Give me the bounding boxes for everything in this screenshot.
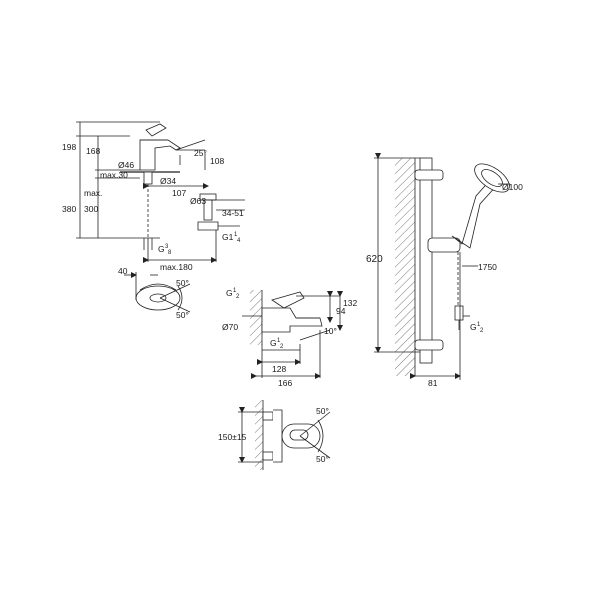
svg-text:1: 1	[277, 338, 281, 344]
dim-max180: max.180	[160, 262, 193, 272]
shower-slider	[427, 237, 461, 253]
dim-63: Ø63	[190, 196, 206, 206]
dim-max-label: max.	[84, 188, 102, 198]
dim-168: 168	[86, 146, 100, 156]
dim-25deg: 25°	[194, 148, 207, 158]
angle-top-50: 50°	[176, 278, 189, 288]
dim-40: 40	[118, 266, 128, 276]
wall-hatch	[250, 290, 262, 345]
svg-text:2: 2	[236, 294, 240, 300]
dim-107: 107	[172, 188, 186, 198]
bath-thread-top: G 1 2	[226, 288, 240, 300]
svg-text:G1: G1	[222, 232, 234, 242]
dim-81: 81	[428, 378, 438, 388]
angle-top-50: 50°	[316, 406, 329, 416]
svg-text:G: G	[270, 338, 277, 348]
basin-mixer-side-view	[76, 121, 245, 263]
dim-620: 620	[366, 254, 383, 265]
svg-text:2: 2	[280, 344, 284, 350]
dim-150-tolerance: 150±15	[218, 432, 247, 442]
faucet-body	[139, 139, 181, 171]
faucet-lever	[145, 123, 167, 137]
dim-1750: 1750	[478, 262, 497, 272]
dim-34-51: 34-51	[222, 208, 244, 218]
angle-bottom-50: 50°	[176, 310, 189, 320]
dim-46: Ø46	[118, 160, 134, 170]
bath-mixer-lever	[271, 291, 305, 309]
dim-max30: max.30	[100, 170, 128, 180]
wall-mixer-top-view	[238, 400, 331, 470]
angle-bottom-50: 50°	[316, 454, 329, 464]
svg-text:4: 4	[237, 238, 241, 244]
shower-thread: G 1 2	[470, 322, 484, 334]
dim-10deg: 10°	[324, 326, 337, 336]
shower-rail	[419, 157, 433, 364]
dim-108: 108	[210, 156, 224, 166]
svg-text:8: 8	[168, 250, 172, 256]
svg-text:1: 1	[477, 322, 481, 328]
shower-wall-hatch	[395, 158, 415, 376]
thread-g114: G1 1 4	[222, 232, 241, 244]
basin-mixer-top-view	[124, 272, 191, 313]
svg-text:1: 1	[233, 288, 237, 294]
thread-g38: G 3 8	[158, 244, 172, 256]
bath-mixer-side-view	[242, 290, 343, 379]
dim-128: 128	[272, 364, 286, 374]
svg-text:3: 3	[165, 244, 169, 250]
dim-300: 300	[84, 204, 98, 214]
dim-34: Ø34	[160, 176, 176, 186]
shower-set	[374, 153, 510, 380]
svg-text:2: 2	[480, 328, 484, 334]
dim-100: Ø100	[502, 182, 523, 192]
svg-text:G: G	[226, 288, 233, 298]
svg-text:1: 1	[234, 232, 238, 238]
dim-380: 380	[62, 204, 76, 214]
bath-mixer-body	[261, 307, 323, 333]
dim-132: 132	[343, 298, 357, 308]
dim-94: 94	[336, 306, 346, 316]
svg-text:G: G	[470, 322, 477, 332]
dim-70: Ø70	[222, 322, 238, 332]
dim-198: 198	[62, 142, 76, 152]
svg-text:G: G	[158, 244, 165, 254]
bath-thread-bottom: G 1 2	[270, 338, 284, 350]
dim-166: 166	[278, 378, 292, 388]
